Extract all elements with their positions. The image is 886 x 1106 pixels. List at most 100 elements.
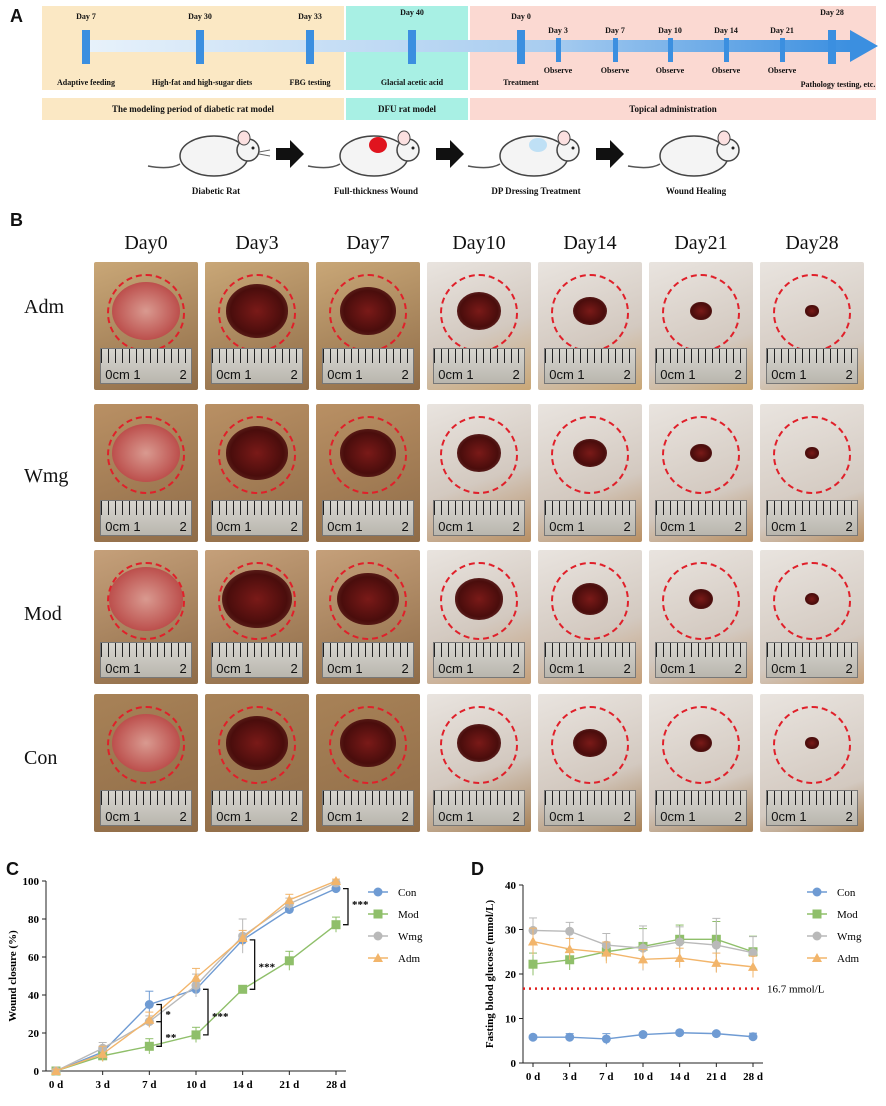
data-point bbox=[812, 931, 822, 941]
panel-a: A Day 7 Day 30 Day 33 D bbox=[0, 0, 886, 200]
data-point bbox=[97, 1048, 108, 1058]
y-tick-label: 40 bbox=[28, 990, 40, 1002]
wound-outline bbox=[218, 416, 296, 494]
data-point bbox=[144, 1041, 154, 1051]
event-label: Glacial acetic acid bbox=[380, 78, 444, 87]
tick-day30 bbox=[196, 30, 204, 64]
y-tick-label: 40 bbox=[505, 880, 517, 892]
day-header: Day0 bbox=[124, 232, 168, 254]
y-tick-label: 0 bbox=[34, 1066, 40, 1078]
x-tick-label: 21 d bbox=[706, 1071, 726, 1083]
panel-b: B Day0 Day3 Day7 Day10 Day14 Day21 Day28… bbox=[0, 210, 886, 840]
day-label: Day 21 bbox=[770, 26, 794, 35]
legend-label: Con bbox=[837, 887, 856, 899]
wound-outline bbox=[218, 274, 296, 352]
data-point bbox=[711, 1029, 721, 1039]
data-point bbox=[144, 1000, 154, 1009]
day-label: Day 33 bbox=[298, 12, 322, 21]
wound-outline bbox=[773, 706, 851, 784]
wound-outline bbox=[551, 274, 629, 352]
legend-label: Wmg bbox=[398, 931, 423, 943]
day-header: Day10 bbox=[452, 232, 506, 254]
data-point bbox=[564, 944, 575, 954]
wound-outline bbox=[107, 274, 185, 352]
modeling-bar: The modeling period of diabetic rat mode… bbox=[42, 98, 344, 120]
rat-caption: Diabetic Rat bbox=[191, 186, 241, 196]
wound-outline bbox=[440, 562, 518, 640]
y-tick-label: 20 bbox=[505, 969, 517, 981]
data-point bbox=[528, 936, 538, 946]
data-point bbox=[284, 956, 294, 966]
tick-day33 bbox=[306, 30, 314, 64]
data-point bbox=[373, 887, 383, 897]
data-point bbox=[565, 926, 575, 936]
x-tick-label: 0 d bbox=[526, 1071, 540, 1083]
significance-bracket bbox=[203, 988, 209, 1036]
day-header: Day28 bbox=[785, 232, 839, 254]
significance-label: *** bbox=[259, 962, 276, 974]
legend-label: Wmg bbox=[837, 931, 862, 943]
right-arrow-icon bbox=[436, 140, 464, 168]
data-point bbox=[675, 1028, 685, 1038]
y-tick-label: 10 bbox=[505, 1014, 517, 1026]
panel-c-letter: C bbox=[6, 859, 19, 879]
y-tick-label: 30 bbox=[505, 925, 517, 937]
data-point bbox=[565, 1032, 575, 1042]
rat-icon bbox=[627, 130, 740, 177]
x-tick-label: 28 d bbox=[743, 1071, 763, 1083]
x-tick-label: 14 d bbox=[670, 1071, 690, 1083]
rat-icon bbox=[147, 130, 271, 177]
dfu-bar: DFU rat model bbox=[346, 98, 468, 120]
event-label: Treatment bbox=[503, 78, 539, 87]
tick-day7b bbox=[613, 38, 618, 62]
data-point bbox=[191, 972, 201, 982]
wound-outline bbox=[218, 706, 296, 784]
wound-outline bbox=[551, 562, 629, 640]
x-tick-label: 28 d bbox=[326, 1079, 346, 1091]
threshold-label: 16.7 mmol/L bbox=[767, 984, 825, 996]
wound-outline bbox=[107, 706, 185, 784]
day-label: Day 0 bbox=[511, 12, 531, 21]
day-label: Day 3 bbox=[548, 26, 568, 35]
tick-day7 bbox=[82, 30, 90, 64]
data-point bbox=[674, 952, 685, 962]
data-point bbox=[373, 953, 383, 962]
observe-label: Observe bbox=[711, 66, 741, 75]
significance-label: *** bbox=[352, 899, 369, 911]
data-point bbox=[812, 953, 822, 962]
data-point bbox=[638, 954, 648, 964]
arrow-icons bbox=[276, 140, 624, 168]
data-point bbox=[237, 933, 248, 942]
day-label: Day 7 bbox=[76, 12, 96, 21]
data-point bbox=[638, 943, 648, 953]
wound-outline bbox=[551, 706, 629, 784]
legend-label: Mod bbox=[837, 909, 858, 921]
tick-day3 bbox=[556, 38, 561, 62]
tick-day14 bbox=[724, 38, 729, 62]
event-label: Adaptive feeding bbox=[57, 78, 115, 87]
event-label: FBG testing bbox=[289, 78, 331, 87]
data-point bbox=[748, 1032, 758, 1042]
day-label: Day 40 bbox=[400, 8, 424, 17]
